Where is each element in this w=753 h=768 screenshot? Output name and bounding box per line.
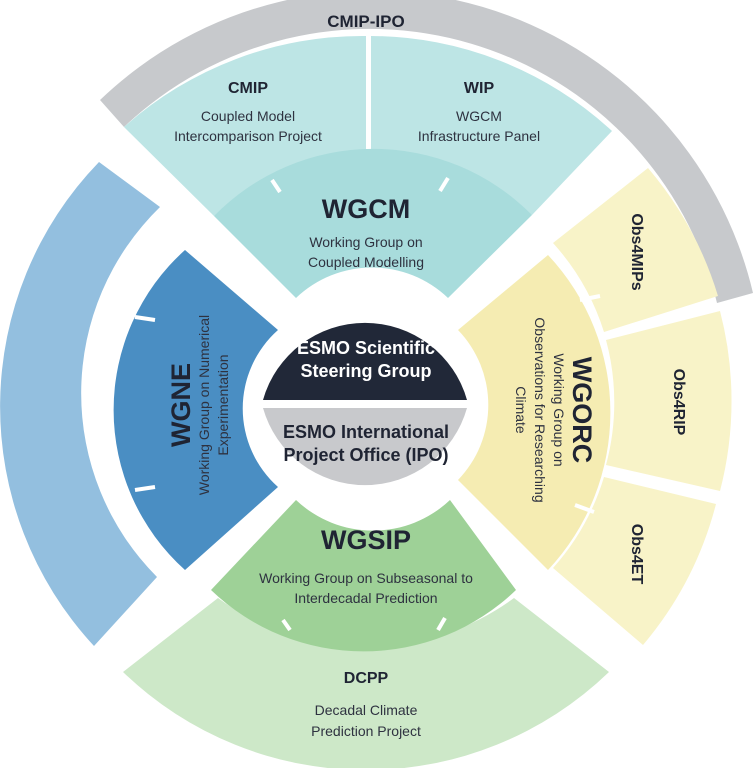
wip-line2: Infrastructure Panel: [418, 128, 540, 144]
obs4rip-label: Obs4RIP: [670, 369, 687, 436]
wgne-line2: Experimentation: [215, 354, 231, 455]
wgorc-line3: Climate: [513, 386, 529, 434]
wgsip-line1: Working Group on Subseasonal to: [259, 570, 473, 586]
obs4et-label: Obs4ET: [628, 524, 645, 585]
wgcm-title: WGCM: [322, 194, 410, 224]
wgne-line1: Working Group on Numerical: [196, 315, 212, 495]
wgsip-title: WGSIP: [321, 525, 411, 555]
obs4et-segment[interactable]: [553, 477, 716, 645]
dcpp-line1: Decadal Climate: [315, 702, 418, 718]
wgcm-segment[interactable]: [214, 148, 532, 298]
obs4rip-segment[interactable]: [606, 311, 732, 491]
dcpp-title: DCPP: [344, 670, 389, 687]
cmip-ipo-label: CMIP-IPO: [327, 12, 404, 31]
wgne-segment[interactable]: [113, 250, 278, 570]
ssg-line2: Steering Group: [300, 361, 431, 381]
wgorc-title: WGORC: [567, 357, 597, 463]
wip-line1: WGCM: [456, 108, 502, 124]
wip-title: WIP: [464, 80, 495, 97]
segment-ticks: [134, 176, 601, 632]
obs4mips-label: Obs4MIPs: [628, 213, 645, 290]
cmip-line2: Intercomparison Project: [174, 128, 322, 144]
ipo-half[interactable]: [263, 408, 467, 486]
wgne-outer-band[interactable]: [0, 162, 161, 646]
wgorc-line1: Working Group on: [551, 353, 567, 466]
obs4mips-segment[interactable]: [553, 168, 718, 332]
wgorc-line2: Observations for Researching: [532, 317, 548, 502]
wgne-title: WGNE: [166, 363, 196, 447]
ssg-line1: ESMO Scientific: [297, 338, 435, 358]
wgsip-line2: Interdecadal Prediction: [294, 590, 437, 606]
ssg-half[interactable]: [263, 322, 467, 400]
ipo-line1: ESMO International: [283, 422, 449, 442]
dcpp-segment[interactable]: [123, 598, 609, 768]
wgsip-segment[interactable]: [211, 500, 516, 652]
wgcm-line2: Coupled Modelling: [308, 254, 424, 270]
dcpp-line2: Prediction Project: [311, 723, 421, 739]
cmip-title: CMIP: [228, 80, 268, 97]
wgcm-line1: Working Group on: [309, 234, 422, 250]
ipo-line2: Project Office (IPO): [283, 445, 448, 465]
cmip-line1: Coupled Model: [201, 108, 295, 124]
wgorc-segment[interactable]: [458, 255, 611, 570]
cmip-ipo-band[interactable]: [100, 0, 753, 303]
